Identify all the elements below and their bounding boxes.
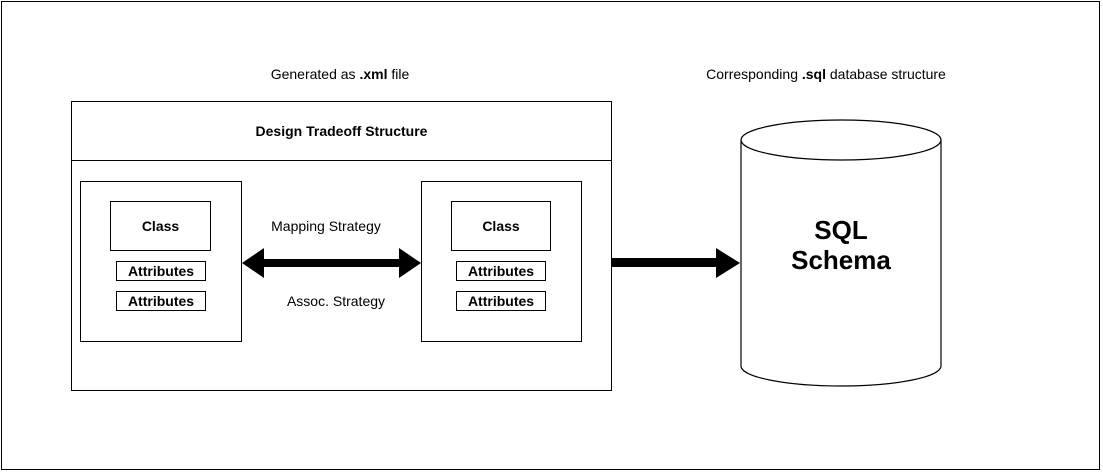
right-class-box: Class (451, 201, 551, 251)
left-attributes-1: Attributes (116, 261, 206, 281)
xml-caption: Generated as .xml file (270, 66, 410, 82)
database-label-line2: Schema (791, 245, 891, 275)
mapping-strategy-label: Mapping Strategy (271, 218, 381, 234)
mapping-double-arrow (242, 248, 421, 278)
container-title: Design Tradeoff Structure (255, 122, 428, 139)
sql-caption: Corresponding .sql database structure (706, 66, 946, 82)
database-label: SQL Schema (741, 215, 941, 275)
right-attributes-2: Attributes (456, 291, 546, 311)
left-class-box: Class (110, 201, 211, 251)
right-attributes-1: Attributes (456, 261, 546, 281)
left-attributes-2: Attributes (116, 291, 206, 311)
assoc-strategy-label: Assoc. Strategy (286, 293, 386, 309)
to-database-arrow (612, 248, 740, 278)
database-cylinder-icon (740, 119, 942, 387)
database-label-line1: SQL (814, 215, 868, 245)
container-divider (71, 160, 612, 161)
